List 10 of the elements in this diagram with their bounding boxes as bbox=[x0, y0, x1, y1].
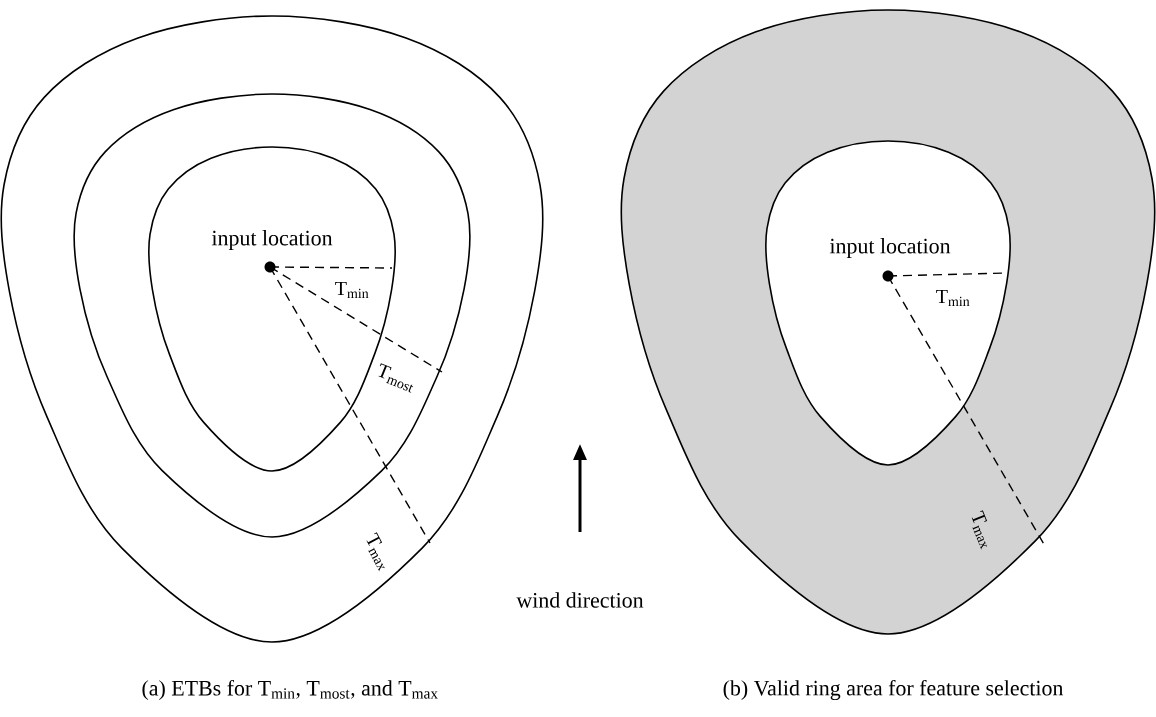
point-label: input location bbox=[211, 230, 333, 250]
distance-label: T$_{min}$ bbox=[936, 289, 970, 307]
panel-caption: (b) Valid ring area for feature selection bbox=[723, 679, 1064, 701]
point-label: input location bbox=[829, 238, 951, 258]
distance-label: T$_{max}$ bbox=[366, 532, 385, 572]
panel-caption: (a) ETBs for T$_{min}$, T$_{most}$, and T$_{max}$ bbox=[142, 679, 438, 701]
distance-label: T$_{most}$ bbox=[378, 363, 414, 393]
distance-label: T$_{min}$ bbox=[335, 281, 369, 299]
distance-label: T$_{max}$ bbox=[971, 510, 988, 550]
direction-label: wind direction bbox=[516, 592, 644, 608]
